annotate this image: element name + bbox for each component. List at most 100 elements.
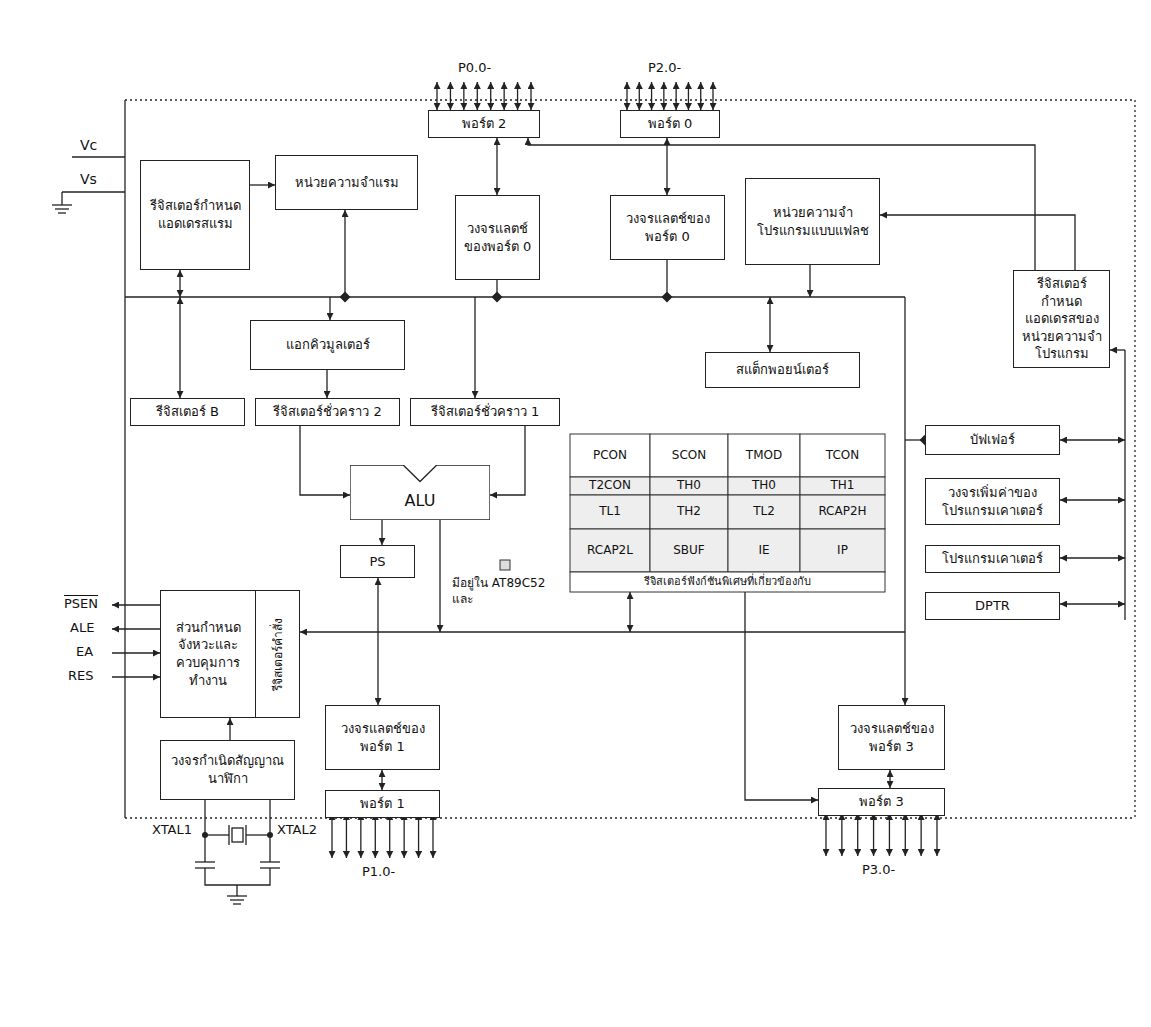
pin-label: P1.0- xyxy=(362,864,395,881)
bus-link xyxy=(1060,557,1125,558)
crystal-wire xyxy=(205,834,229,835)
table-cell xyxy=(800,529,885,572)
bus-link xyxy=(769,297,770,352)
connector-arrow xyxy=(496,138,497,195)
pin-label: XTAL1 xyxy=(152,822,192,839)
port-pin xyxy=(663,82,664,110)
port-pin xyxy=(490,82,491,110)
port-pin xyxy=(639,82,640,110)
table-cell xyxy=(650,495,728,529)
table-cell xyxy=(570,495,650,529)
chip-boundary xyxy=(125,817,1135,818)
port-box: พอร์ต 0 xyxy=(620,110,720,138)
bus-link xyxy=(905,439,925,440)
node-text: รีจิสเตอร์กำหนดแอดเดรสแรม xyxy=(144,197,246,232)
node-text: หน่วยความจำโปรแกรมแบบแฟลช xyxy=(751,204,874,239)
table-cell xyxy=(650,529,728,572)
control-box: ส่วนกำหนดจังหวะและควบคุมการทำงาน รีจิสเตอ… xyxy=(160,590,300,718)
table-cell xyxy=(728,434,800,477)
port-box: พอร์ต 3 xyxy=(818,788,945,816)
connector-arrow xyxy=(326,370,327,398)
crystal-symbol xyxy=(232,828,243,842)
power-line xyxy=(62,191,125,192)
port-pin xyxy=(432,813,433,858)
register-name: PCON xyxy=(570,434,650,477)
connector-arrow xyxy=(666,138,667,195)
register-box: DPTR xyxy=(925,592,1060,620)
register-box: รีจิสเตอร์ชั่วคราว 1 xyxy=(410,398,560,426)
register-box: รีจิสเตอร์กำหนดแอดเดรสแรม xyxy=(140,160,250,270)
clock-box: วงจรกำเนิดสัญญาณนาฬิกา xyxy=(160,740,295,800)
node-text: หน่วยความจำแรม xyxy=(295,174,399,192)
port-pin xyxy=(905,813,906,856)
node-text: PS xyxy=(369,553,385,571)
port-pin xyxy=(700,82,701,110)
note-text: มีอยู่ใน AT89C52 และ xyxy=(452,576,570,607)
bus-link xyxy=(474,297,475,398)
latch-box: วงจรแลตช์ของพอร์ต 3 xyxy=(838,705,945,770)
pin-label: P0.0- xyxy=(458,60,491,77)
port-box: พอร์ต 1 xyxy=(325,790,440,818)
register-name: TH1 xyxy=(800,477,885,495)
ground-symbol xyxy=(227,895,247,896)
capacitor-symbol xyxy=(260,861,280,862)
power-label: Vs xyxy=(80,170,97,188)
port-pin xyxy=(936,813,937,856)
port-pin xyxy=(463,82,464,110)
power-label: Vc xyxy=(80,136,97,154)
node-text: สแต็กพอยน์เตอร์ xyxy=(736,361,829,379)
register-name: TH0 xyxy=(650,477,728,495)
signal-name: RES xyxy=(68,668,94,685)
internal-bus xyxy=(300,631,905,632)
bus-link xyxy=(1060,603,1125,604)
connector-arrow xyxy=(381,520,382,545)
port-box: พอร์ต 2 xyxy=(428,110,540,138)
register-box: สแต็กพอยน์เตอร์ xyxy=(705,352,860,388)
register-name: T2CON xyxy=(570,477,650,495)
node-text: DPTR xyxy=(975,597,1010,615)
node-text: รีจิสเตอร์ B xyxy=(156,403,219,421)
signal-arrow xyxy=(112,676,160,677)
signal-arrow xyxy=(112,628,160,629)
ground-symbol xyxy=(52,204,72,205)
latch-box: วงจรแลตช์ของพอร์ต 0 xyxy=(455,195,540,280)
node-text: วงจรกำเนิดสัญญาณนาฬิกา xyxy=(166,752,289,787)
signal-name: ALE xyxy=(70,620,94,637)
table-cell xyxy=(570,434,650,477)
memory-box: หน่วยความจำโปรแกรมแบบแฟลช xyxy=(745,178,880,265)
chip-boundary xyxy=(1134,100,1135,818)
bus-link xyxy=(439,520,440,632)
port-pin xyxy=(889,813,890,856)
port-pin xyxy=(841,813,842,856)
port-pin xyxy=(651,82,652,110)
port-pin xyxy=(436,82,437,110)
table-cell xyxy=(650,477,728,495)
connector-arrow xyxy=(250,184,275,185)
ground-symbol xyxy=(230,899,244,900)
table-cell xyxy=(650,434,728,477)
connector-arrow xyxy=(889,770,890,788)
ground-symbol xyxy=(58,212,66,213)
port-pin xyxy=(503,82,504,110)
node-text: บัฟเฟอร์ xyxy=(970,431,1015,449)
chip-boundary xyxy=(125,99,1135,100)
ground-symbol xyxy=(61,192,62,205)
port-pin xyxy=(375,813,376,858)
pin-label: P3.0- xyxy=(862,862,895,879)
port-pin xyxy=(450,82,451,110)
ground-symbol xyxy=(55,208,69,209)
table-cell xyxy=(800,434,885,477)
pin-label: XTAL2 xyxy=(277,822,317,839)
node-text: รีจิสเตอร์คำสั่ง xyxy=(269,618,285,691)
junction-dot xyxy=(267,832,273,838)
node-text: ส่วนกำหนดจังหวะและควบคุมการทำงาน xyxy=(167,619,249,689)
register-name: RCAP2H xyxy=(800,495,885,529)
register-name: RCAP2L xyxy=(570,529,650,572)
connector-arrow xyxy=(381,770,382,790)
bus-link xyxy=(179,270,180,297)
node-text: พอร์ต 1 xyxy=(360,795,404,813)
signal-name: EA xyxy=(76,644,93,661)
node-text: รีจิสเตอร์กำหนดแอดเดรสของหน่วยความจำโปรแ… xyxy=(1017,275,1106,363)
table-cell xyxy=(728,477,800,495)
crystal-symbol xyxy=(228,825,229,845)
